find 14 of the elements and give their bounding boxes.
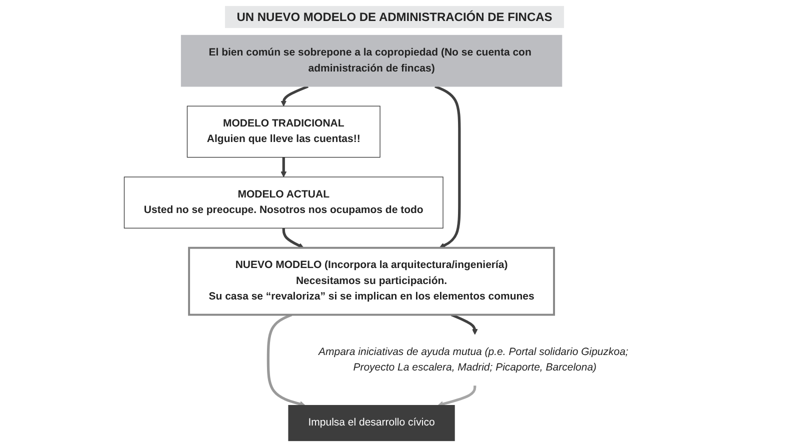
arrow bbox=[282, 228, 304, 248]
diagram-title: UN NUEVO MODELO DE ADMINISTRACIÓN DE FINCAS bbox=[224, 6, 564, 28]
arrow bbox=[434, 85, 461, 248]
arrow bbox=[280, 157, 286, 178]
arrow bbox=[438, 386, 476, 407]
node-box: MODELO ACTUAL Usted no se preocupe. Nosotros nos ocupamos de todo bbox=[124, 176, 444, 228]
node-box: MODELO TRADICIONAL Alguien que lleve las cuentas!! bbox=[186, 106, 380, 158]
arrow bbox=[450, 314, 478, 335]
node-box: El bien común se sobrepone a la copropiedad (No se cuenta con administración de fincas) bbox=[180, 34, 562, 87]
arrow bbox=[280, 85, 308, 106]
node-box: Impulsa el desarrollo cívico bbox=[288, 404, 455, 442]
node-box: NUEVO MODELO (Incorpora la arquitectura/ingeniería) Necesitamos su participación. Su casa se “revaloriza” si se implican en los elementos comunes bbox=[188, 246, 555, 316]
arrow bbox=[266, 314, 306, 407]
node-text: Ampara iniciativas de ayuda mutua (p.e. Portal solidario Gipuzkoa; Proyecto La escalera, Madrid; Picaporte, Barcelona) bbox=[318, 346, 628, 374]
